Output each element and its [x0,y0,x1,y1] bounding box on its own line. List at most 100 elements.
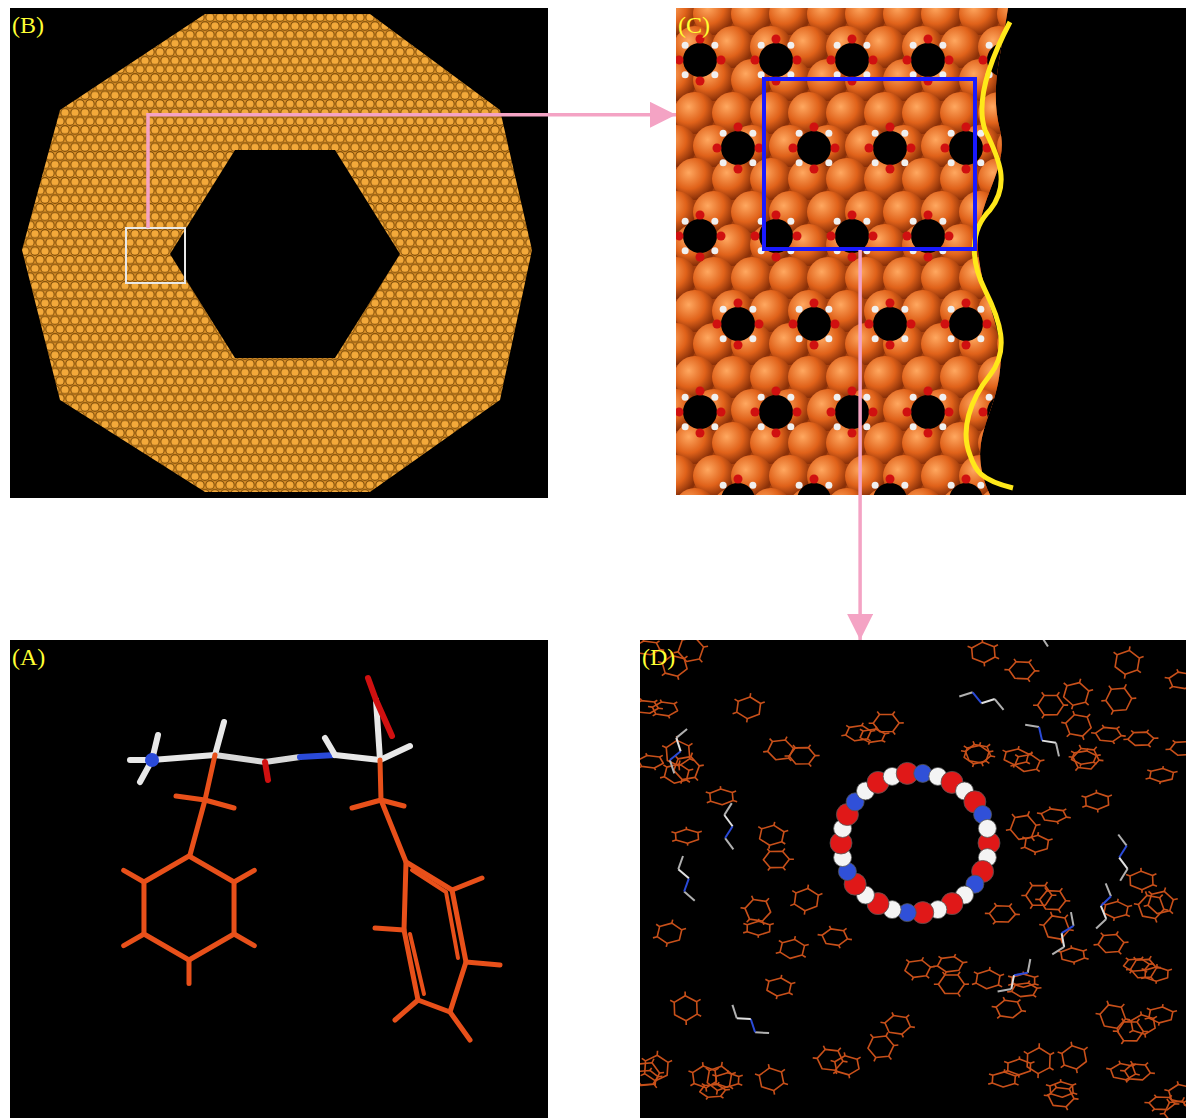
atom [1053,335,1060,342]
phenyl-ring [976,970,1000,989]
ring-hydrogen [1153,874,1157,876]
atom [901,130,908,137]
phenyl-ring [1148,891,1173,913]
atom [910,394,917,401]
ring-hydrogen [1009,904,1011,907]
backbone-bond [1052,947,1064,954]
atom [734,475,743,484]
ring-hydrogen [1117,899,1119,902]
backbone-bond [751,1019,755,1032]
atom [865,320,874,329]
ring-hydrogen [1146,777,1150,780]
ring-hydrogen [1173,898,1177,901]
atom [939,394,946,401]
panel-grounds [10,8,1186,1118]
ring-hydrogen [681,780,683,784]
phenyl-ring [640,1070,658,1085]
atom [872,306,879,313]
atom [734,165,743,174]
ring-hydrogen [1160,1113,1165,1115]
side-chain-bond [381,800,406,862]
pore [903,387,954,438]
atom [903,56,912,65]
phenyl-ring [1145,967,1168,982]
ring-hydrogen [818,894,822,896]
ring-hydrogen [1126,1080,1127,1083]
phenyl-ring [767,978,791,996]
phenyl-ring [1115,650,1139,674]
atom [834,218,841,225]
backbone-bond [670,751,681,760]
lattice-ground [676,8,1016,495]
fullerene-sphere [1016,290,1058,332]
phenyl-ring [763,851,789,867]
ring-hydrogen [843,1061,848,1063]
bond [152,755,215,760]
atom [717,56,726,65]
atom [945,408,954,417]
atom [755,320,764,329]
atom [787,218,794,225]
ring-hydrogen [1152,1109,1155,1111]
atom [1059,320,1068,329]
ring-hydrogen [1003,997,1004,1000]
ring-hydrogen [1126,915,1130,917]
ring-hydrogen [733,712,737,714]
ring-hydrogen [1168,969,1172,970]
backbone-bond [732,1005,736,1018]
ring-hydrogen [1153,885,1157,887]
atom [848,35,857,44]
ring-hydrogen [1149,963,1154,965]
ring-hydrogen [1141,890,1143,893]
ring-hydrogen [640,766,642,768]
atom [924,429,933,438]
ring-hydrogen [1069,929,1073,931]
ring-hydrogen [792,891,796,893]
ring-hydrogen [1035,670,1040,672]
ring-hydrogen [1175,1103,1180,1105]
atom [948,306,955,313]
ring-hydrogen [1119,952,1122,955]
pore [713,299,764,350]
bond [325,738,335,755]
ring-hydrogen [963,961,967,963]
atom [696,387,705,396]
ring-hydrogen [1004,1071,1008,1072]
fullerene-sphere [676,488,716,495]
ring-hydrogen [1082,796,1086,797]
ring-hydrogen [375,928,404,930]
pore-void [721,307,755,341]
pore-atom [978,819,996,837]
ring-hydrogen [1060,1079,1062,1082]
pore [865,299,916,350]
atom [863,218,870,225]
ring-hydrogen [770,739,773,742]
pore [713,475,764,496]
ring-hydrogen [1099,759,1104,761]
ring-hydrogen [1080,679,1081,683]
phenyl-ring [760,825,784,845]
ring-hydrogen [1039,924,1043,926]
ring-hydrogen [1150,1072,1155,1074]
phenyl-ring [1008,1059,1031,1075]
atom [810,299,819,308]
ring-hydrogen [1048,839,1052,840]
ring-hydrogen [1108,795,1112,797]
ring-hydrogen [1156,964,1158,967]
ring-hydrogen [1070,1042,1072,1046]
ring-lattice [22,14,532,492]
ring-hydrogen [1055,1084,1057,1087]
atom [796,306,803,313]
ring-hydrogen [1061,722,1065,724]
atom [869,232,878,241]
phenyl-ring [873,714,899,731]
pore-void [835,43,869,77]
backbone-bond [1106,883,1111,896]
phenyl-ring [1040,891,1066,910]
pore-void [1025,307,1059,341]
ring-hydrogen [654,768,655,770]
ring-hydrogen [961,750,965,752]
ring-hydrogen [1033,995,1036,997]
ring-hydrogen [1018,1075,1020,1078]
